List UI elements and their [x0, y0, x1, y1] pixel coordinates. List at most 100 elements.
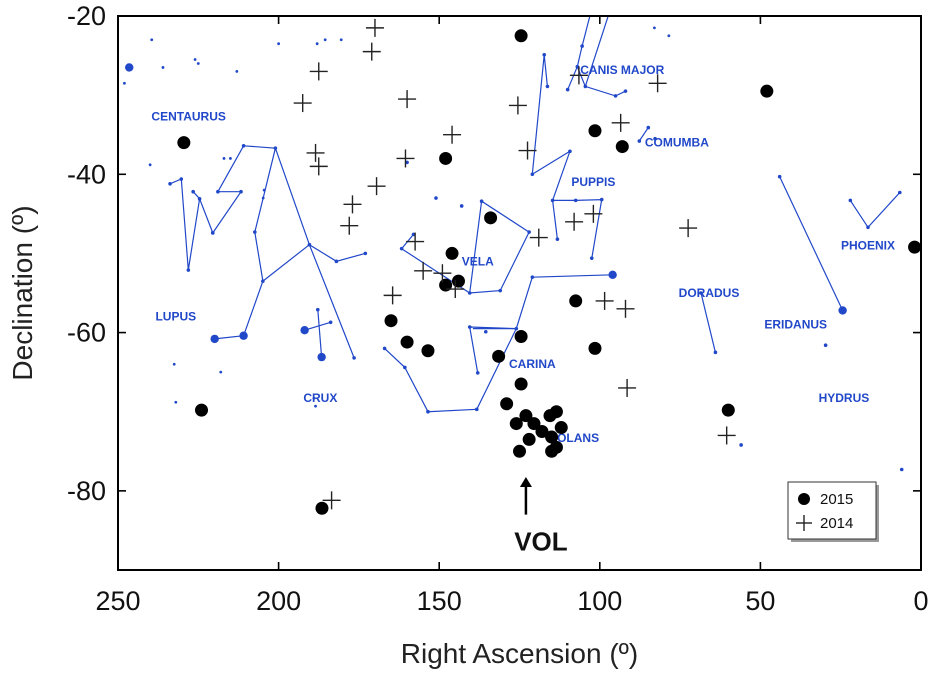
x-tick-label: 150: [417, 586, 462, 616]
lupus-star: [168, 181, 172, 186]
legend-label-2015: 2015: [820, 491, 853, 508]
x-tick-label: 100: [577, 586, 622, 616]
field-star: [123, 81, 126, 85]
hydrus-star: [823, 343, 828, 348]
canis-major-star: [612, 0, 616, 1]
carina-star: [514, 326, 519, 331]
bright-star: [125, 63, 134, 72]
lupus-star: [179, 177, 184, 181]
volans-label: VOLANS: [549, 431, 599, 445]
data-point-2014: [309, 157, 328, 176]
x-axis-label: Right Ascension (º): [401, 638, 638, 669]
field-star: [172, 362, 176, 366]
centaurus-star: [261, 279, 265, 283]
data-point-2014: [398, 90, 417, 109]
data-point-2014: [322, 491, 341, 510]
y-tick-label: -80: [67, 476, 106, 506]
bright-star: [300, 325, 309, 335]
canis-major-star: [623, 89, 628, 93]
centaurus-star: [363, 251, 368, 256]
puppis-line: [552, 200, 558, 240]
data-point-2015: [514, 330, 528, 344]
x-tick-label: 200: [256, 586, 301, 616]
data-point-2014: [362, 42, 381, 61]
data-point-2015: [451, 274, 465, 288]
canis-major-star: [580, 44, 584, 48]
puppis-star: [568, 149, 572, 154]
field-star: [193, 58, 197, 61]
data-point-2015: [721, 403, 735, 417]
data-point-2014: [717, 426, 736, 445]
centaurus-star: [334, 259, 339, 264]
phoenix-star: [848, 198, 853, 203]
field-star: [229, 157, 232, 160]
bright-star: [838, 306, 847, 315]
constellation-layer: CANIS MAJORCOMUMBAPUPPISVELACARINAVOLANS…: [151, 0, 904, 472]
carina-star: [403, 365, 407, 370]
eridanus-label: ERIDANUS: [764, 318, 827, 332]
field-star: [150, 38, 154, 42]
legend-marker-2015: [798, 493, 810, 505]
comumba-star: [637, 139, 642, 143]
puppis-line: [531, 149, 603, 259]
y-axis-label: Declination (º): [7, 205, 38, 380]
carina-star: [426, 409, 430, 414]
carina-label: CARINA: [509, 357, 556, 371]
field-star: [277, 42, 280, 46]
data-point-2015: [315, 501, 329, 515]
data-point-2015: [439, 151, 453, 165]
data-point-2015: [527, 417, 541, 431]
field-star: [148, 163, 152, 167]
centaurus-line: [212, 145, 245, 234]
vela-star: [459, 204, 464, 208]
data-point-2014: [433, 264, 452, 283]
puppis-star: [550, 198, 555, 203]
data-point-2015: [522, 432, 536, 446]
doradus-label: DORADUS: [679, 286, 740, 300]
centaurus-star: [253, 230, 257, 234]
centaurus-star: [273, 146, 278, 150]
vela-line: [469, 200, 530, 294]
crux-line: [317, 309, 323, 358]
centaurus-line: [262, 243, 366, 282]
eridanus-star: [777, 174, 782, 179]
vela-star: [498, 288, 503, 293]
field-star: [161, 66, 165, 69]
vol-arrow-head: [519, 476, 532, 487]
data-point-2014: [343, 195, 362, 214]
legend-marker-2014: [796, 515, 812, 531]
data-point-2014: [446, 280, 465, 299]
data-point-2015: [514, 29, 528, 43]
vela-star: [479, 199, 484, 203]
data-point-2014: [443, 125, 462, 144]
bright-star: [210, 334, 219, 344]
crux-line: [304, 321, 331, 331]
data-point-2015: [535, 425, 549, 438]
data-point-2014: [306, 143, 325, 162]
crux-star: [328, 320, 333, 325]
field-star-layer: [123, 26, 847, 408]
x-tick-label: 250: [95, 586, 140, 616]
data-point-2015: [908, 240, 921, 254]
data-point-2015: [519, 409, 533, 423]
data-point-2015: [513, 444, 526, 458]
bright-star: [317, 352, 326, 362]
data-point-2014: [648, 74, 667, 93]
data-point-2014: [383, 286, 402, 305]
data-point-2015: [545, 444, 559, 458]
doradus-star: [699, 291, 703, 295]
data-point-2014: [679, 219, 698, 238]
puppis-star: [555, 237, 560, 241]
legend-box: [787, 481, 877, 540]
y-tick-label: -20: [67, 1, 106, 31]
centaurus-star: [241, 143, 246, 148]
data-point-2014: [309, 62, 328, 81]
lupus-star: [186, 268, 191, 272]
data-point-2015: [588, 341, 602, 355]
lupus-star: [210, 231, 215, 235]
canis-major-star: [583, 84, 588, 89]
x-tick-label: 0: [913, 586, 928, 616]
